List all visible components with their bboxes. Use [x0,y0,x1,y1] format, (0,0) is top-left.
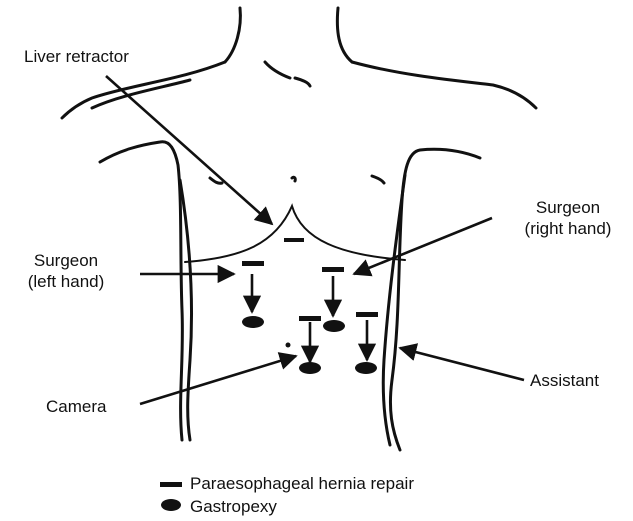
retractor-port-dash [284,238,304,242]
label-assistant: Assistant [530,370,599,391]
gastropexy-oval-3 [299,362,321,374]
label-surgeon-right-line1: Surgeon [512,197,624,218]
arrow-camera [140,356,296,404]
gastropexy-oval-2 [323,320,345,332]
rib-margin [185,206,405,262]
neck-right [337,8,352,62]
port-dash-camera [299,316,321,321]
legend-oval-label: Gastropexy [190,497,277,517]
shoulder-right [352,62,536,108]
arrow-assistant [400,348,524,380]
clavicle-right [265,62,310,86]
gastropexy-oval-1 [242,316,264,328]
chest-right [390,149,480,450]
label-surgeon-right-line2: (right hand) [512,218,624,239]
small-mark [286,343,291,348]
navel-mark [292,177,295,181]
pec-right [372,176,384,183]
arrow-surgeon-right [354,218,492,274]
legend-row-oval: Gastropexy [160,497,277,517]
label-surgeon-right: Surgeon (right hand) [512,197,624,239]
legend-row-dash: Paraesophageal hernia repair [160,474,414,494]
port-dash-assistant [356,312,378,317]
port-dash-left [242,261,264,266]
legend-dash-label: Paraesophageal hernia repair [190,474,414,494]
port-dash-right [322,267,344,272]
label-liver-retractor: Liver retractor [24,46,129,67]
neck-left [225,8,240,62]
label-surgeon-left-line1: Surgeon [16,250,116,271]
arrows [106,76,524,404]
label-surgeon-left-line2: (left hand) [16,271,116,292]
dash-symbol-icon [160,474,182,494]
oval-symbol-icon [160,497,182,517]
gastropexy-oval-4 [355,362,377,374]
label-surgeon-left: Surgeon (left hand) [16,250,116,292]
label-camera: Camera [46,396,106,417]
